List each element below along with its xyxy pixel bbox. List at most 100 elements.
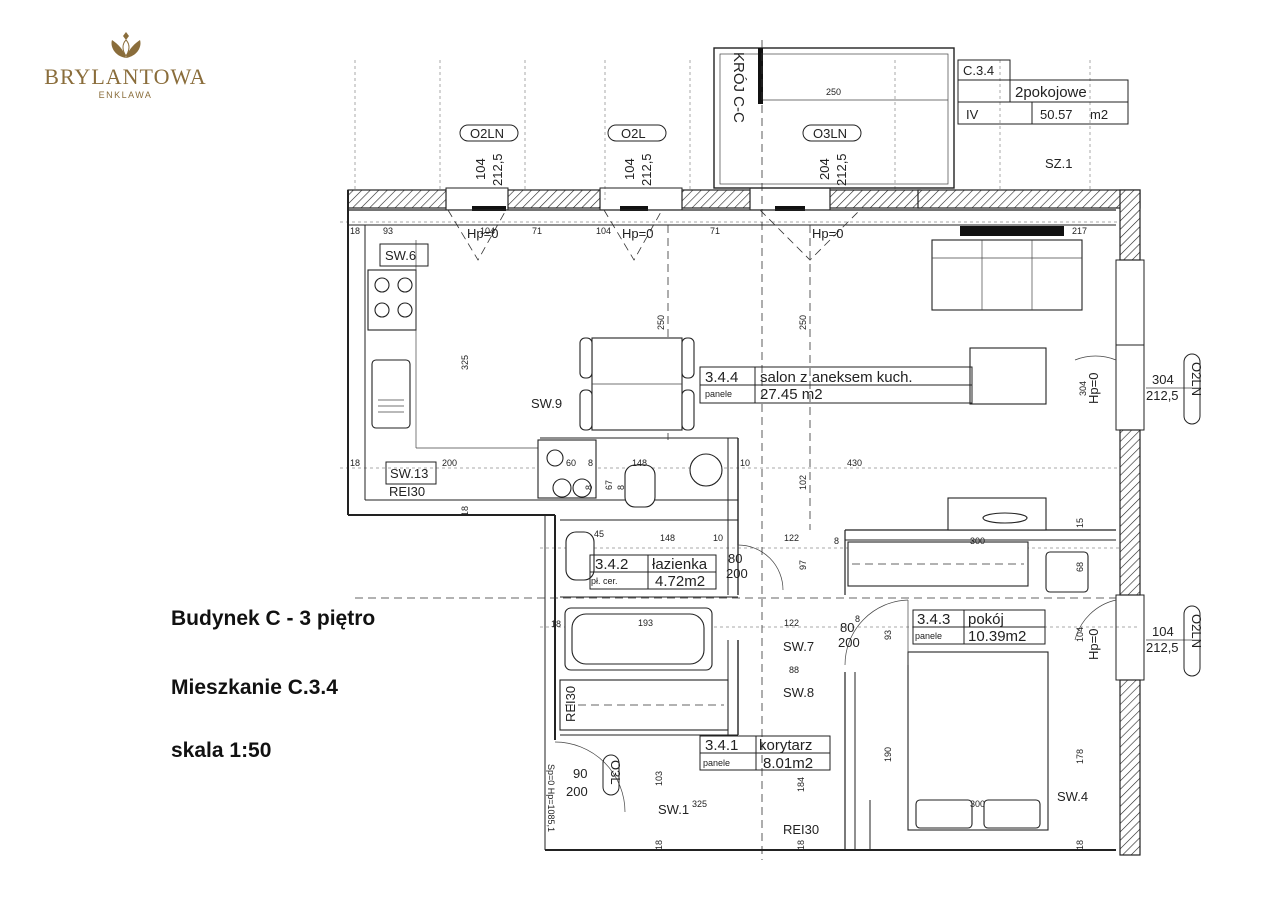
dimension-label: 15 <box>1075 518 1085 528</box>
dimension-label: 148 <box>660 533 675 543</box>
room-labels: 3.4.4 salon z aneksem kuch. panele 27.45… <box>589 366 1046 772</box>
dimension-label: 184 <box>796 777 806 792</box>
window-height: 212,5 <box>639 153 654 186</box>
title-block: C.3.4 2pokojowe IV 50.57 m2 <box>957 59 1129 125</box>
dimension-label: 18 <box>654 840 664 850</box>
door-width: 80 <box>728 551 742 566</box>
dimension-label: 300 <box>970 799 985 809</box>
window-height: 212,5 <box>1146 640 1179 655</box>
dimension-label: 250 <box>798 315 808 330</box>
room-finish: panele <box>703 758 730 768</box>
room-id: 3.4.1 <box>705 737 738 754</box>
dimension-label: 8 <box>855 614 860 624</box>
wall-tags: SW.6 SW.9 SW.13 SW.7 SW.8 SW.1 SW.4 REI3… <box>379 243 1088 837</box>
dimension-label: 178 <box>1075 749 1085 764</box>
sill-label: Hp=0 <box>1086 373 1101 404</box>
dimension-label: 18 <box>350 226 360 236</box>
dimension-label: 97 <box>798 560 808 570</box>
unit-area-unit: m2 <box>1090 107 1108 122</box>
window-width: 104 <box>622 158 637 180</box>
door-note: Sp=0 Hp=1085,1 <box>546 764 556 832</box>
dimension-label: 250 <box>826 87 841 97</box>
dimension-label: 93 <box>383 226 393 236</box>
dimension-label: 8 <box>616 485 626 490</box>
door-height: 200 <box>726 566 748 581</box>
wall-tag: SW.8 <box>783 685 814 700</box>
dimension-label: 88 <box>789 665 799 675</box>
section-label: KRÓJ C-C <box>730 52 747 123</box>
dimension-label: 104 <box>480 226 495 236</box>
window-tag: O3LN <box>813 126 847 141</box>
dimension-label: 200 <box>442 458 457 468</box>
window-width: 304 <box>1152 372 1174 387</box>
fire-rating: REI30 <box>389 484 425 499</box>
window-swings <box>447 209 1117 641</box>
bed <box>907 651 1049 831</box>
room-area: 4.72m2 <box>655 573 705 590</box>
dimension-label: 190 <box>883 747 893 762</box>
window-tag: O2LN <box>470 126 504 141</box>
room-finish: panele <box>915 631 942 641</box>
dimension-label: 18 <box>796 840 806 850</box>
dimension-label: 8 <box>834 536 839 546</box>
door-height: 200 <box>566 784 588 799</box>
dimension-label: 93 <box>883 630 893 640</box>
apartment-caption: Mieszkanie C.3.4 <box>171 676 338 699</box>
dimension-label: 122 <box>784 533 799 543</box>
dimension-grid <box>340 60 1140 628</box>
dimension-label: 102 <box>798 475 808 490</box>
door-labels: 80 200 80 200 90 200 O3L Sp=0 Hp=1085,1 <box>546 551 860 832</box>
unit-area: 50.57 <box>1040 107 1073 122</box>
dimension-label: 10 <box>740 458 750 468</box>
dimension-label: 325 <box>692 799 707 809</box>
wall-tag: SW.7 <box>783 639 814 654</box>
sofa <box>931 226 1083 405</box>
dimension-label: 18 <box>350 458 360 468</box>
room-name: korytarz <box>759 737 812 754</box>
window-height: 212,5 <box>1146 388 1179 403</box>
dimension-label: 122 <box>784 618 799 628</box>
room-area: 8.01m2 <box>763 755 813 772</box>
doors <box>554 544 909 813</box>
external-walls <box>347 187 1145 856</box>
wardrobes <box>559 541 1089 731</box>
brand-logo: BRYLANTOWA ENKLAWA <box>28 30 223 106</box>
door-tag: O3L <box>608 760 623 785</box>
unit-id: C.3.4 <box>963 63 994 78</box>
window-height: 212,5 <box>834 153 849 186</box>
door-height: 200 <box>838 635 860 650</box>
side-windows: 304 212,5 O2LN 104 212,5 O2LN <box>1146 353 1204 677</box>
wall-tag: SW.6 <box>385 248 416 263</box>
sill-label: Hp=0 <box>622 226 653 241</box>
room-area: 27.45 m2 <box>760 386 823 403</box>
tv-unit <box>947 497 1047 531</box>
window-width: 204 <box>817 158 832 180</box>
door-width: 90 <box>573 766 587 781</box>
dimension-label: 104 <box>1075 627 1085 642</box>
room-id: 3.4.3 <box>917 611 950 628</box>
window-tags: O2LN O2L O3LN 104 212,5 104 212,5 204 21… <box>459 124 1072 186</box>
wall-tag: SW.13 <box>390 466 428 481</box>
building-caption: Budynek C - 3 piętro <box>171 607 376 630</box>
door-width: 80 <box>840 620 854 635</box>
brand-name: BRYLANTOWA <box>44 64 207 89</box>
dimension-label: 18 <box>1075 840 1085 850</box>
room-id: 3.4.4 <box>705 369 738 386</box>
dimension-label: 8 <box>584 485 594 490</box>
dimension-labels: 93 104 71 104 71 217 18 325 250 250 304 … <box>350 226 1088 850</box>
dimension-label: 60 <box>566 458 576 468</box>
wall-tag: SW.1 <box>658 802 689 817</box>
dimension-label: 8 <box>588 458 593 468</box>
dimension-label: 71 <box>710 226 720 236</box>
dimension-label: 148 <box>632 458 647 468</box>
window-height: 212,5 <box>490 153 505 186</box>
dimension-label: 71 <box>532 226 542 236</box>
scale-caption: skala 1:50 <box>171 739 272 762</box>
sill-label: Hp=0 <box>467 226 498 241</box>
window-tag: O2L <box>621 126 646 141</box>
wall-tag: SW.4 <box>1057 789 1088 804</box>
dimension-label: 430 <box>847 458 862 468</box>
fire-rating: REI30 <box>563 686 578 722</box>
room-name: łazienka <box>652 556 708 573</box>
